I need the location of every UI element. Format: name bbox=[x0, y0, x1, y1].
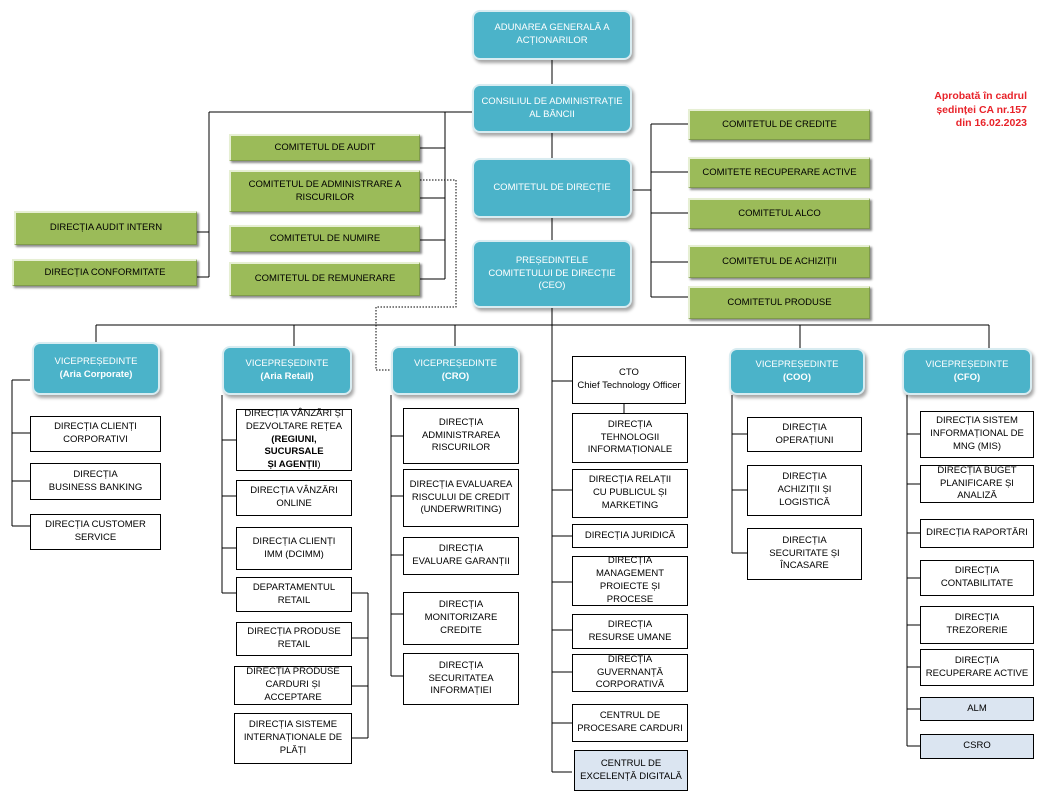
corporate-clients-box: DIRECȚIA CLIENȚI CORPORATIVI bbox=[30, 416, 161, 452]
vp-cfo-area: (CFO) bbox=[953, 371, 981, 383]
risk-committee-box: COMITETUL DE ADMINISTRARE A RISCURILOR bbox=[229, 170, 420, 212]
mis-box: DIRECȚIA SISTEM INFORMAȚIONAL DE MNG (MI… bbox=[920, 411, 1034, 458]
sales-network-title: DIRECȚIA VÂNZĂRI ȘI DEZVOLTARE REȚEA bbox=[244, 407, 344, 432]
vp-corporate-box: VICEPREȘEDINTE (Aria Corporate) bbox=[32, 342, 160, 395]
human-resources-box: DIRECȚIA RESURSE UMANE bbox=[572, 614, 688, 649]
credit-committee-box: COMITETUL DE CREDITE bbox=[688, 109, 870, 140]
sales-network-paren: ) bbox=[317, 459, 321, 471]
project-management-box: DIRECȚIA MANAGEMENT PROIECTE ȘI PROCESE bbox=[572, 555, 688, 606]
security-collection-box: DIRECȚIA SECURITATE ȘI ÎNCASARE bbox=[747, 528, 862, 580]
ceo-box: PREȘEDINTELE COMITETULUI DE DIRECȚIE (CE… bbox=[472, 240, 632, 308]
reporting-box: DIRECȚIA RAPORTĂRI bbox=[920, 519, 1034, 548]
risk-administration-box: DIRECȚIA ADMINISTRAREA RISCURILOR bbox=[403, 408, 519, 464]
asset-recovery-committee-box: COMITETE RECUPERARE ACTIVE bbox=[688, 157, 870, 188]
sales-network-regions: (REGIUNI, SUCURSALE ȘI AGENȚII bbox=[264, 433, 324, 471]
legal-box: DIRECȚIA JURIDICĂ bbox=[572, 524, 688, 548]
vp-retail-box: VICEPREȘEDINTE (Aria Retail) bbox=[222, 346, 352, 395]
vp-corporate-area: (Aria Corporate) bbox=[59, 368, 133, 380]
asset-recovery-box: DIRECȚIA RECUPERARE ACTIVE bbox=[920, 649, 1034, 686]
digital-excellence-box: CENTRUL DE EXCELENȚĂ DIGITALĂ bbox=[574, 750, 688, 791]
vp-cfo-title: VICEPREȘEDINTE bbox=[925, 358, 1009, 370]
alm-box: ALM bbox=[920, 697, 1034, 721]
vp-cro-title: VICEPREȘEDINTE bbox=[414, 357, 497, 369]
csro-box: CSRO bbox=[920, 734, 1034, 759]
sales-network-box: DIRECȚIA VÂNZĂRI ȘI DEZVOLTARE REȚEA (RE… bbox=[236, 407, 352, 472]
online-sales-box: DIRECȚIA VÂNZĂRI ONLINE bbox=[236, 480, 352, 516]
approval-note: Aprobată în cadrul ședinței CA nr.157 di… bbox=[934, 90, 1027, 130]
customer-service-box: DIRECȚIA CUSTOMER SERVICE bbox=[30, 514, 161, 550]
credit-underwriting-box: DIRECȚIA EVALUAREA RISCULUI DE CREDIT (U… bbox=[403, 469, 519, 527]
product-committee-box: COMITETUL PRODUSE bbox=[688, 286, 870, 319]
procurement-logistics-box: DIRECȚIA ACHIZIȚII ȘI LOGISTICĂ bbox=[747, 465, 862, 516]
vp-cro-box: VICEPREȘEDINTE (CRO) bbox=[391, 346, 520, 395]
treasury-box: DIRECȚIA TREZORERIE bbox=[920, 606, 1034, 644]
audit-committee-box: COMITETUL DE AUDIT bbox=[229, 134, 420, 161]
corporate-governance-box: DIRECȚIA GUVERNANȚĂ CORPORATIVĂ bbox=[572, 654, 688, 692]
pr-marketing-box: DIRECȚIA RELAȚII CU PUBLICUL ȘI MARKETIN… bbox=[572, 469, 688, 518]
card-products-box: DIRECȚIA PRODUSE CARDURI ȘI ACCEPTARE bbox=[234, 666, 352, 705]
procurement-committee-box: COMITETUL DE ACHIZIȚII bbox=[688, 245, 870, 278]
vp-cro-area: (CRO) bbox=[441, 370, 470, 382]
alco-committee-box: COMITETUL ALCO bbox=[688, 198, 870, 229]
card-processing-box: CENTRUL DE PROCESARE CARDURI bbox=[572, 704, 688, 742]
sales-network-detail: (REGIUNI, SUCURSALE ȘI AGENȚII) bbox=[241, 434, 347, 472]
vp-coo-box: VICEPREȘEDINTE (COO) bbox=[729, 348, 865, 395]
retail-products-box: DIRECȚIA PRODUSE RETAIL bbox=[236, 622, 352, 656]
vp-retail-title: VICEPREȘEDINTE bbox=[245, 357, 329, 369]
remuneration-committee-box: COMITETUL DE REMUNERARE bbox=[229, 262, 420, 296]
budget-planning-box: DIRECȚIA BUGET PLANIFICARE ȘI ANALIZĂ bbox=[920, 465, 1034, 503]
operations-box: DIRECȚIA OPERAȚIUNI bbox=[747, 417, 862, 452]
business-banking-box: DIRECȚIA BUSINESS BANKING bbox=[30, 463, 161, 500]
vp-retail-area: (Aria Retail) bbox=[260, 370, 314, 382]
accounting-box: DIRECȚIA CONTABILITATE bbox=[920, 560, 1034, 596]
retail-department-box: DEPARTAMENTUL RETAIL bbox=[236, 577, 352, 612]
compliance-box: DIRECȚIA CONFORMITATE bbox=[12, 259, 197, 286]
executive-committee-box: COMITETUL DE DIRECȚIE bbox=[472, 158, 632, 218]
cto-box: CTO Chief Technology Officer bbox=[572, 356, 686, 404]
credit-monitoring-box: DIRECȚIA MONITORIZARE CREDITE bbox=[403, 592, 519, 645]
it-direction-box: DIRECȚIA TEHNOLOGII INFORMAȚIONALE bbox=[572, 413, 688, 463]
shareholders-assembly-box: ADUNAREA GENERALĂ A ACȚIONARILOR bbox=[472, 10, 632, 60]
information-security-box: DIRECȚIA SECURITATEA INFORMAȚIEI bbox=[403, 653, 519, 705]
vp-cfo-box: VICEPREȘEDINTE (CFO) bbox=[902, 348, 1032, 395]
collateral-evaluation-box: DIRECȚIA EVALUARE GARANȚII bbox=[403, 537, 519, 575]
nomination-committee-box: COMITETUL DE NUMIRE bbox=[229, 225, 420, 252]
vp-coo-title: VICEPREȘEDINTE bbox=[755, 358, 839, 370]
sme-clients-box: DIRECȚIA CLIENȚI IMM (DCIMM) bbox=[236, 527, 352, 570]
payment-systems-box: DIRECȚIA SISTEME INTERNAȚIONALE DE PLĂȚI bbox=[234, 713, 352, 764]
internal-audit-box: DIRECȚIA AUDIT INTERN bbox=[14, 211, 197, 245]
vp-coo-area: (COO) bbox=[783, 371, 811, 383]
board-of-directors-box: CONSILIUL DE ADMINISTRAȚIE AL BĂNCII bbox=[472, 84, 632, 133]
vp-corporate-title: VICEPREȘEDINTE bbox=[54, 355, 138, 367]
